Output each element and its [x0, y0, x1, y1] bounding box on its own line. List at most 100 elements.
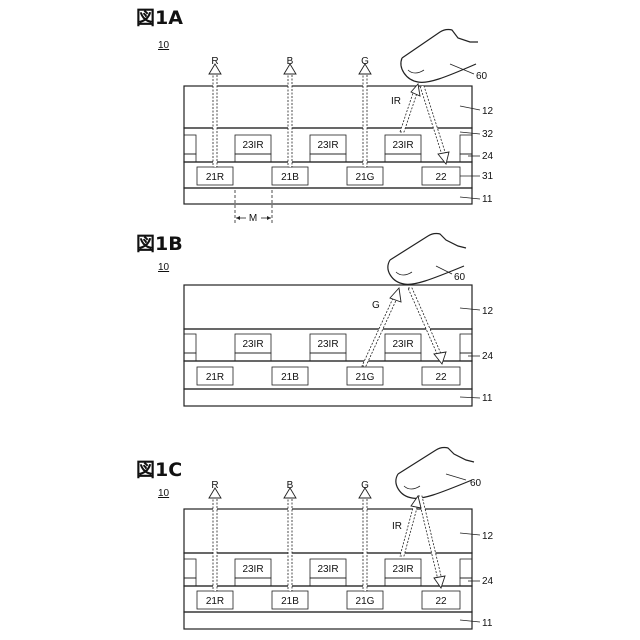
shield-24 [385, 154, 421, 162]
layer-label: 31 [482, 171, 494, 182]
substrate-layer-11 [184, 389, 472, 406]
pixel-layer [184, 586, 472, 612]
shield-24 [235, 154, 271, 162]
ir-sensor-label: 23IR [317, 564, 338, 575]
shield-24 [310, 353, 346, 361]
ir-sensor-label: 23IR [242, 339, 263, 350]
layer-label: 24 [482, 351, 494, 362]
leader-line [450, 64, 474, 74]
light-label: G [361, 56, 369, 67]
reflection-arrow-down [420, 86, 449, 164]
ir-sensor-edge [460, 334, 472, 353]
pixel-label: 21B [281, 172, 299, 183]
fingernail [408, 70, 424, 73]
light-label: R [211, 56, 218, 67]
reference-number: 10 [158, 40, 170, 51]
ir-sensor-label: 23IR [392, 140, 413, 151]
pixel-label: 21G [356, 596, 375, 607]
figure-title: 図1C [136, 459, 182, 481]
fingernail [396, 272, 412, 275]
finger-label: 60 [470, 478, 482, 489]
layer-label: 12 [482, 106, 494, 117]
layer-label: 12 [482, 306, 494, 317]
shield-24 [460, 154, 472, 162]
shield-24 [460, 353, 472, 361]
pixel-label: 21B [281, 596, 299, 607]
shield-24 [385, 353, 421, 361]
substrate-layer-11 [184, 188, 472, 204]
pixel-label: 22 [435, 172, 447, 183]
leader-line [460, 620, 480, 622]
reflection-label: IR [391, 96, 401, 107]
ir-sensor-edge [184, 334, 196, 353]
pixel-label: 21R [206, 372, 224, 383]
leader-line [460, 132, 480, 134]
ir-sensor-edge [184, 559, 196, 578]
reference-number: 10 [158, 488, 170, 499]
pixel-layer-31 [184, 162, 472, 188]
ir-sensor-label: 23IR [392, 339, 413, 350]
ir-sensor-label: 23IR [392, 564, 413, 575]
layer-label: 24 [482, 151, 494, 162]
reflection-label: IR [392, 521, 402, 532]
layer-label: 11 [482, 618, 493, 629]
ir-sensor-label: 23IR [242, 564, 263, 575]
reflection-arrow-up [400, 84, 420, 132]
leader-line [460, 533, 480, 535]
layer-label: 24 [482, 576, 494, 587]
finger-60 [396, 448, 474, 499]
pixel-label: 21B [281, 372, 299, 383]
leader-line [460, 397, 480, 398]
emission-arrow-r [209, 64, 221, 167]
pitch-label: M [249, 213, 257, 224]
figure-title: 図1B [136, 233, 183, 255]
pixel-label: 21R [206, 596, 224, 607]
shield-24 [235, 578, 271, 586]
leader-line [460, 106, 480, 110]
light-label: B [287, 56, 294, 67]
ir-sensor-edge [184, 135, 196, 154]
pixel-label: 22 [435, 596, 447, 607]
shield-24 [184, 578, 196, 586]
shield-24 [235, 353, 271, 361]
pixel-label: 21G [356, 172, 375, 183]
layer-label: 11 [482, 393, 493, 404]
pixel-label: 21G [356, 372, 375, 383]
reflection-arrow-down [418, 496, 445, 588]
shield-24 [184, 353, 196, 361]
reflection-arrow-up-g [362, 288, 401, 366]
emission-arrow-b [284, 64, 296, 167]
shield-24 [184, 154, 196, 162]
finger-label: 60 [476, 71, 488, 82]
light-label: G [361, 480, 369, 491]
figure-1a: 図1A 10 23IR 23IR 23IR 21R 21B 21G 22 [136, 7, 494, 224]
emission-arrow-g [359, 488, 371, 591]
fingernail [404, 486, 420, 489]
shield-24 [460, 578, 472, 586]
shield-24 [310, 154, 346, 162]
ir-sensor-label: 23IR [317, 140, 338, 151]
leader-line [446, 474, 466, 480]
leader-line [436, 266, 452, 274]
emission-arrow-r [209, 488, 221, 591]
ir-sensor-edge [460, 559, 472, 578]
emission-arrow-b [284, 488, 296, 591]
layer-label: 11 [482, 194, 493, 205]
ir-sensor-edge [460, 135, 472, 154]
figure-1b: 図1B 10 23IR 23IR 23IR 21R 21B 21G 22 60 [136, 233, 494, 406]
ir-sensor-label: 23IR [242, 140, 263, 151]
light-label: B [287, 480, 294, 491]
reflection-label: G [372, 300, 380, 311]
light-label: R [211, 480, 218, 491]
pixel-label: 21R [206, 172, 224, 183]
ir-sensor-label: 23IR [317, 339, 338, 350]
leader-line [460, 308, 480, 310]
pixel-label: 22 [435, 372, 447, 383]
substrate-layer-11 [184, 612, 472, 629]
layer-label: 32 [482, 129, 494, 140]
figure-1c: 図1C 10 23IR 23IR 23IR 21R 21B 21G 22 R [136, 448, 494, 630]
shield-24 [385, 578, 421, 586]
emission-arrow-g [359, 64, 371, 167]
reference-number: 10 [158, 262, 170, 273]
cover-layer-12 [184, 285, 472, 329]
